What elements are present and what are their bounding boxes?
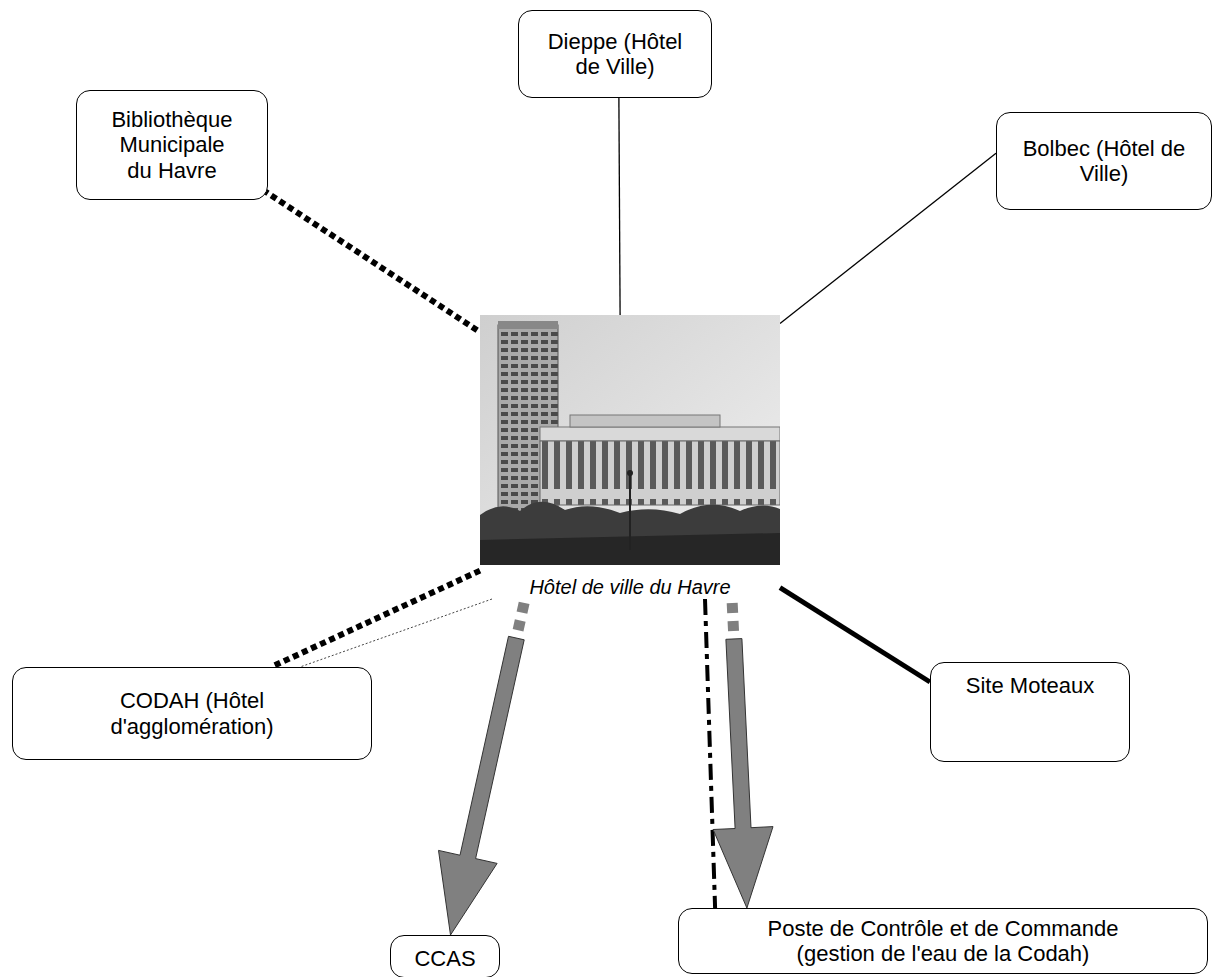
town-hall-photo bbox=[480, 315, 780, 565]
site-box: Dieppe (Hôtel de Ville) bbox=[518, 10, 712, 98]
site-box: Site Moteaux bbox=[930, 662, 1130, 762]
node-label: Dieppe (Hôtel de Ville) bbox=[535, 29, 695, 80]
node-label: Bibliothèque Municipale du Havre bbox=[106, 107, 238, 183]
site-box: CODAH (Hôtel d'agglomération) bbox=[12, 667, 372, 760]
node-label: Bolbec (Hôtel de Ville) bbox=[1019, 136, 1189, 187]
node-label: Site Moteaux bbox=[966, 673, 1094, 698]
connector bbox=[255, 185, 480, 332]
node-label: CCAS bbox=[414, 946, 475, 971]
connector bbox=[713, 603, 773, 908]
site-box: Poste de Contrôle et de Commande (gestio… bbox=[678, 908, 1208, 974]
site-box: Bibliothèque Municipale du Havre bbox=[76, 90, 268, 200]
connector bbox=[780, 588, 930, 682]
connector bbox=[439, 603, 525, 935]
hub-node: Hôtel de ville du Havre bbox=[480, 315, 780, 599]
connector bbox=[780, 153, 996, 323]
node-label: CODAH (Hôtel d'agglomération) bbox=[62, 688, 322, 739]
site-box: Bolbec (Hôtel de Ville) bbox=[996, 112, 1212, 210]
connector bbox=[619, 98, 620, 315]
photo-caption: Hôtel de ville du Havre bbox=[526, 575, 733, 599]
connector bbox=[300, 599, 492, 667]
node-label: Poste de Contrôle et de Commande (gestio… bbox=[751, 916, 1136, 967]
connector bbox=[705, 599, 715, 908]
site-box: CCAS bbox=[390, 935, 500, 977]
connector bbox=[271, 571, 480, 667]
